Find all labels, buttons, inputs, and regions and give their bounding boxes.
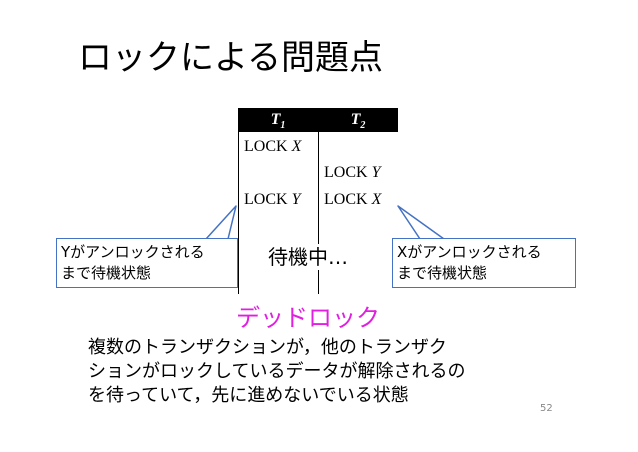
header-t1: T1 <box>238 108 318 132</box>
description-line-2: ションがロックしているデータが解除されるの <box>88 361 466 382</box>
table-left-border <box>238 132 239 294</box>
row3-t1-item: Y <box>291 191 301 208</box>
row2-t2-op: LOCK <box>324 164 368 181</box>
callout-left: Yがアンロックされる まで待機状態 <box>56 238 238 288</box>
description: 複数のトランザクションが，他のトランザク ションがロックしているデータが解除され… <box>88 336 465 408</box>
description-line-1: 複数のトランザクションが，他のトランザク <box>88 337 447 358</box>
callout-right-line2: まで待機状態 <box>397 264 488 282</box>
waiting-label: 待機中… <box>266 244 350 270</box>
row2-t2-cell: LOCK Y <box>324 163 380 183</box>
callout-left-line2: まで待機状態 <box>61 264 152 282</box>
header-t2-var: T <box>350 111 361 128</box>
page-number: 52 <box>540 403 553 414</box>
header-t2-sub: 2 <box>360 120 366 132</box>
header-t1-sub: 1 <box>280 120 286 132</box>
callout-right-line1: Xがアンロックされる <box>397 243 542 261</box>
table-column-divider <box>318 108 319 294</box>
callout-right: Xがアンロックされる まで待機状態 <box>392 238 576 288</box>
row3-t1-op: LOCK <box>244 191 288 208</box>
row1-t1-op: LOCK <box>244 138 288 155</box>
slide-title: ロックによる問題点 <box>78 38 383 78</box>
row2-t2-item: Y <box>371 164 381 181</box>
callout-left-line1: Yがアンロックされる <box>61 243 205 261</box>
header-t1-var: T <box>270 111 281 128</box>
row3-t2-cell: LOCK X <box>324 190 381 210</box>
deadlock-label: デッドロック <box>236 304 380 332</box>
row3-t2-op: LOCK <box>324 191 368 208</box>
transaction-table: T1 T2 LOCK X LOCK Y LOCK Y LOCK X <box>238 108 398 294</box>
callout-right-pointer <box>397 205 445 240</box>
row1-t1-cell: LOCK X <box>244 137 301 157</box>
row1-t1-item: X <box>291 138 302 155</box>
callout-left-pointer <box>205 205 237 240</box>
description-line-3: を待っていて，先に進めないでいる状態 <box>88 385 409 406</box>
row3-t2-item: X <box>371 191 382 208</box>
header-t2: T2 <box>318 108 398 132</box>
row3-t1-cell: LOCK Y <box>244 190 300 210</box>
